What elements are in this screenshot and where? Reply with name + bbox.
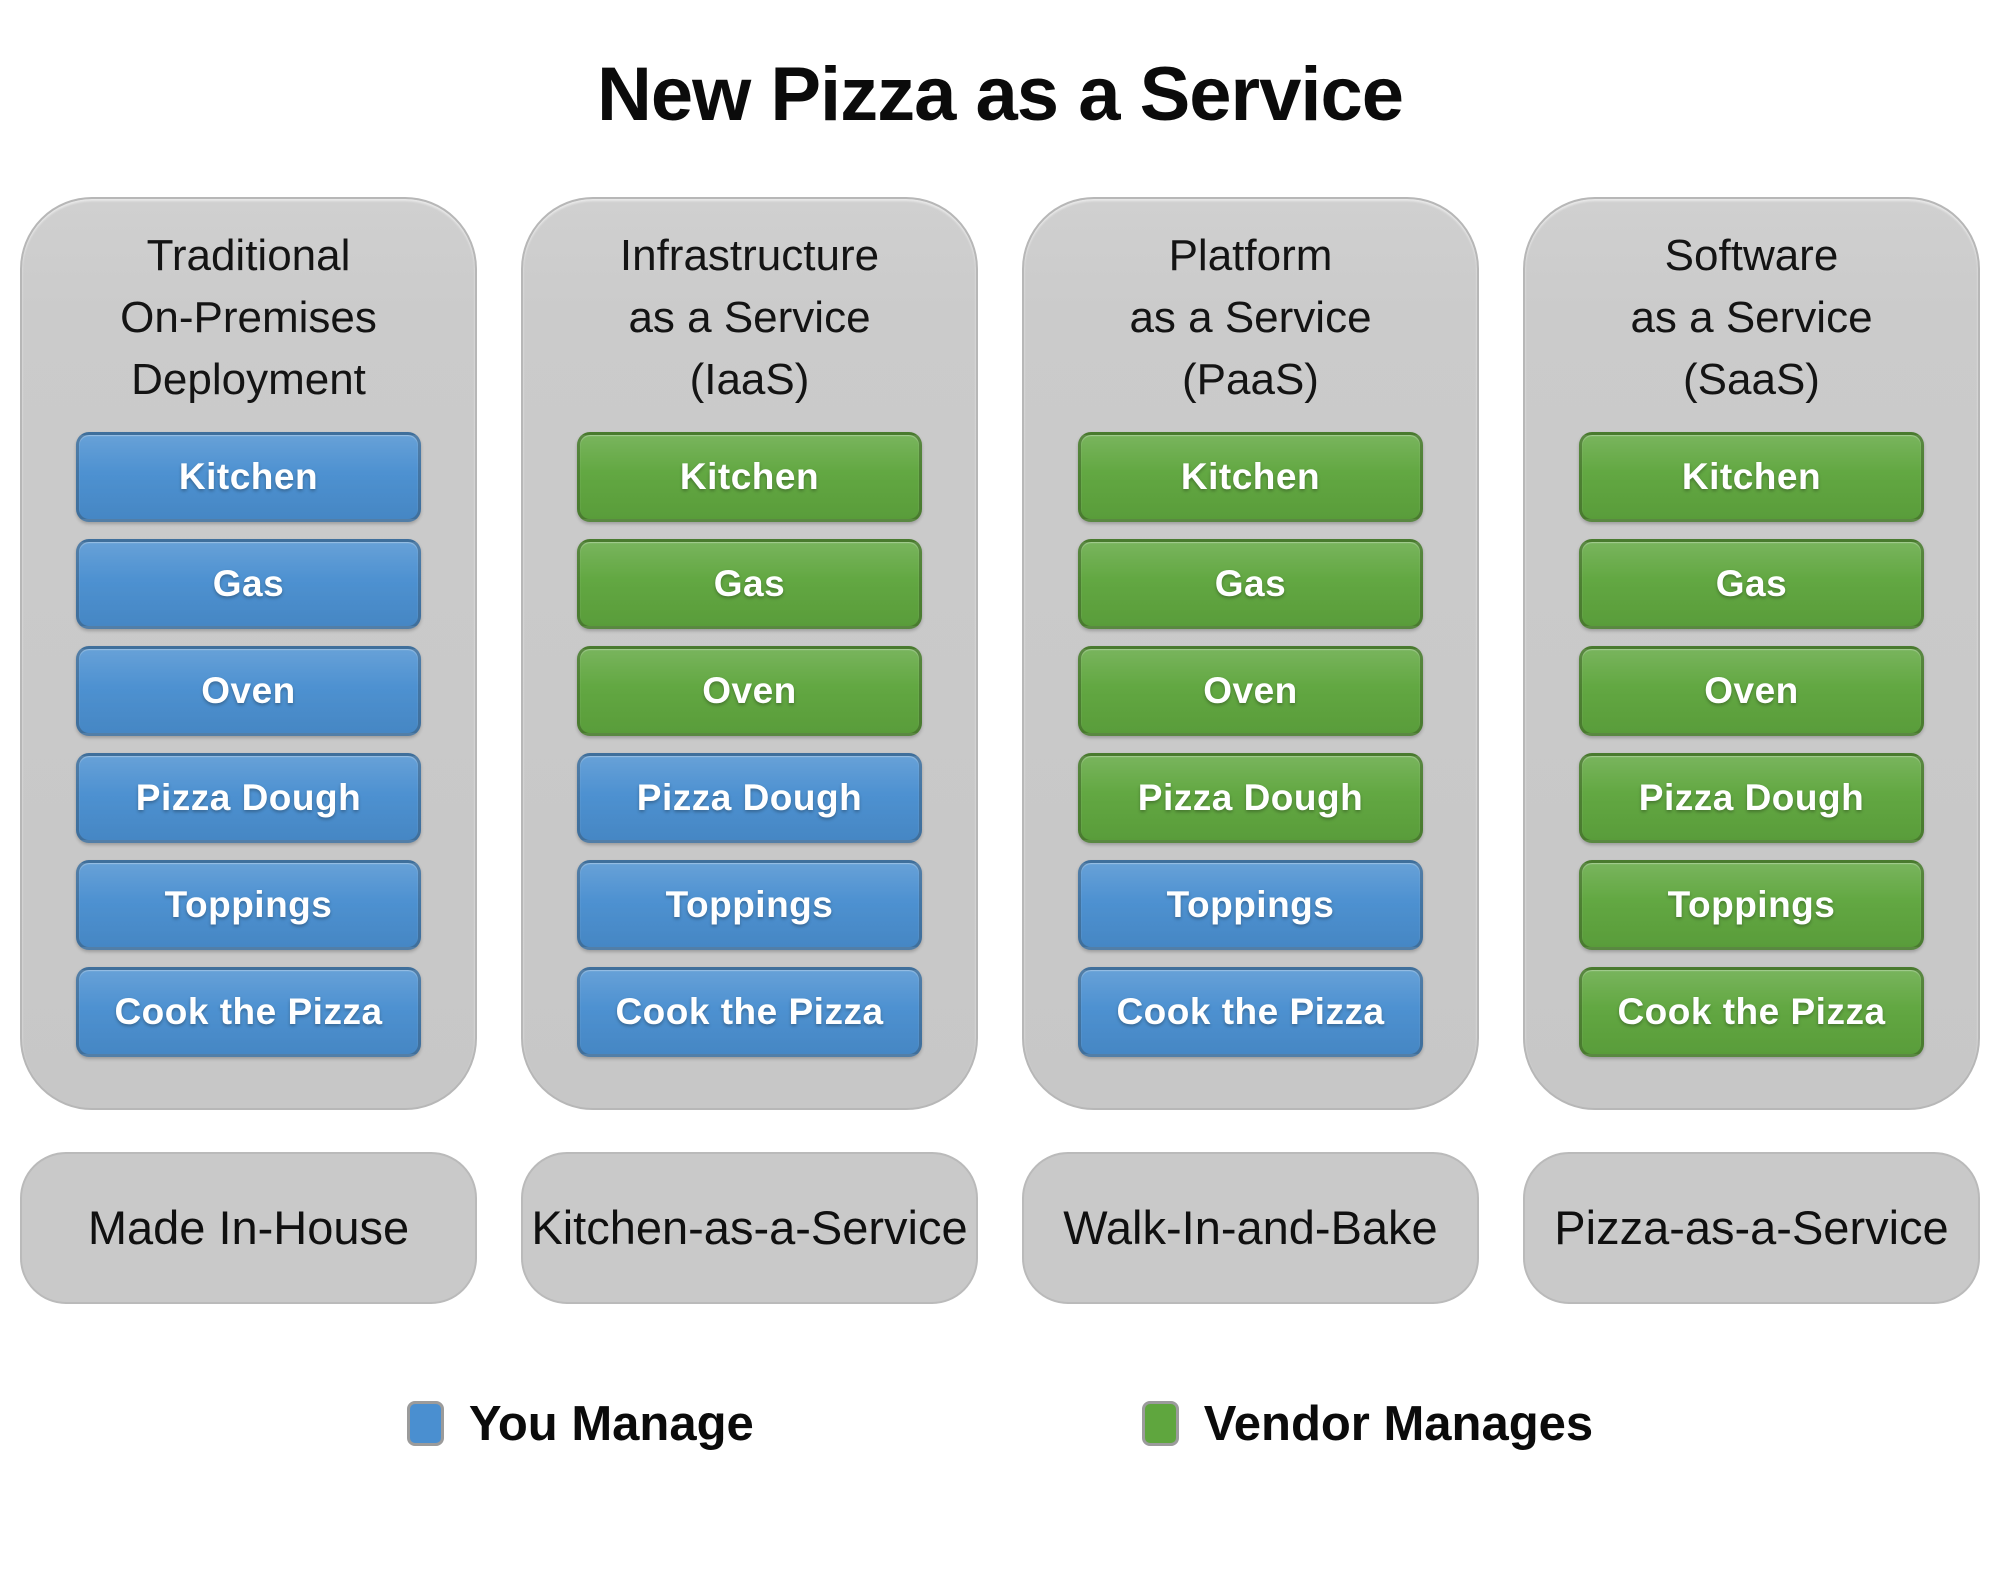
column-header: Software as a Service (SaaS) — [1579, 225, 1924, 411]
layer-stack: Kitchen Gas Oven Pizza Dough Toppings Co… — [577, 431, 922, 1057]
header-line: as a Service — [1630, 292, 1873, 342]
header-line: Infrastructure — [619, 230, 880, 280]
column-paas: Platform as a Service (PaaS) Kitchen Gas… — [1022, 196, 1479, 1304]
layer-stack: Kitchen Gas Oven Pizza Dough Toppings Co… — [1579, 431, 1924, 1057]
layer-toppings: Toppings — [1078, 859, 1423, 950]
column-header: Traditional On-Premises Deployment — [76, 225, 421, 411]
layer-gas: Gas — [577, 538, 922, 629]
layer-stack: Kitchen Gas Oven Pizza Dough Toppings Co… — [1078, 431, 1423, 1057]
layer-pizza-dough: Pizza Dough — [1078, 752, 1423, 843]
layer-cook-the-pizza: Cook the Pizza — [76, 966, 421, 1057]
layer-stack: Kitchen Gas Oven Pizza Dough Toppings Co… — [76, 431, 421, 1057]
layer-oven: Oven — [577, 645, 922, 736]
header-line: Platform — [1168, 230, 1333, 280]
column-header: Platform as a Service (PaaS) — [1078, 225, 1423, 411]
legend-label: You Manage — [468, 1396, 754, 1451]
page-title: New Pizza as a Service — [596, 52, 1404, 137]
header-line: On-Premises — [120, 292, 377, 342]
column-footer-label: Made In-House — [20, 1151, 477, 1304]
layer-gas: Gas — [1579, 538, 1924, 629]
header-line: as a Service — [628, 292, 871, 342]
column-card: Traditional On-Premises Deployment Kitch… — [20, 196, 477, 1110]
legend: You Manage Vendor Manages — [0, 1396, 2000, 1452]
layer-kitchen: Kitchen — [577, 431, 922, 522]
column-card: Infrastructure as a Service (IaaS) Kitch… — [521, 196, 978, 1110]
columns-row: Traditional On-Premises Deployment Kitch… — [0, 196, 2000, 1304]
layer-kitchen: Kitchen — [1579, 431, 1924, 522]
column-footer-label: Walk-In-and-Bake — [1022, 1151, 1479, 1304]
legend-item-you-manage: You Manage — [406, 1396, 754, 1452]
layer-cook-the-pizza: Cook the Pizza — [1579, 966, 1924, 1057]
layer-kitchen: Kitchen — [1078, 431, 1423, 522]
legend-label: Vendor Manages — [1203, 1396, 1594, 1451]
column-footer-label: Kitchen-as-a-Service — [521, 1151, 978, 1304]
column-traditional-on-premises: Traditional On-Premises Deployment Kitch… — [20, 196, 477, 1304]
header-line: as a Service — [1129, 292, 1372, 342]
layer-toppings: Toppings — [577, 859, 922, 950]
layer-cook-the-pizza: Cook the Pizza — [577, 966, 922, 1057]
you-manage-swatch — [406, 1401, 444, 1447]
layer-gas: Gas — [1078, 538, 1423, 629]
layer-oven: Oven — [76, 645, 421, 736]
header-line: (PaaS) — [1182, 354, 1319, 404]
column-footer-label: Pizza-as-a-Service — [1523, 1151, 1980, 1304]
column-header: Infrastructure as a Service (IaaS) — [577, 225, 922, 411]
header-line: Deployment — [131, 354, 366, 404]
column-iaas: Infrastructure as a Service (IaaS) Kitch… — [521, 196, 978, 1304]
layer-pizza-dough: Pizza Dough — [76, 752, 421, 843]
layer-oven: Oven — [1579, 645, 1924, 736]
layer-cook-the-pizza: Cook the Pizza — [1078, 966, 1423, 1057]
column-saas: Software as a Service (SaaS) Kitchen Gas… — [1523, 196, 1980, 1304]
layer-toppings: Toppings — [1579, 859, 1924, 950]
header-line: (SaaS) — [1683, 354, 1820, 404]
header-line: Traditional — [146, 230, 351, 280]
layer-oven: Oven — [1078, 645, 1423, 736]
layer-pizza-dough: Pizza Dough — [577, 752, 922, 843]
column-card: Software as a Service (SaaS) Kitchen Gas… — [1523, 196, 1980, 1110]
column-card: Platform as a Service (PaaS) Kitchen Gas… — [1022, 196, 1479, 1110]
layer-pizza-dough: Pizza Dough — [1579, 752, 1924, 843]
legend-item-vendor-manages: Vendor Manages — [1141, 1396, 1594, 1452]
layer-kitchen: Kitchen — [76, 431, 421, 522]
header-line: (IaaS) — [689, 354, 810, 404]
vendor-manages-swatch — [1141, 1401, 1179, 1447]
layer-gas: Gas — [76, 538, 421, 629]
header-line: Software — [1664, 230, 1839, 280]
layer-toppings: Toppings — [76, 859, 421, 950]
